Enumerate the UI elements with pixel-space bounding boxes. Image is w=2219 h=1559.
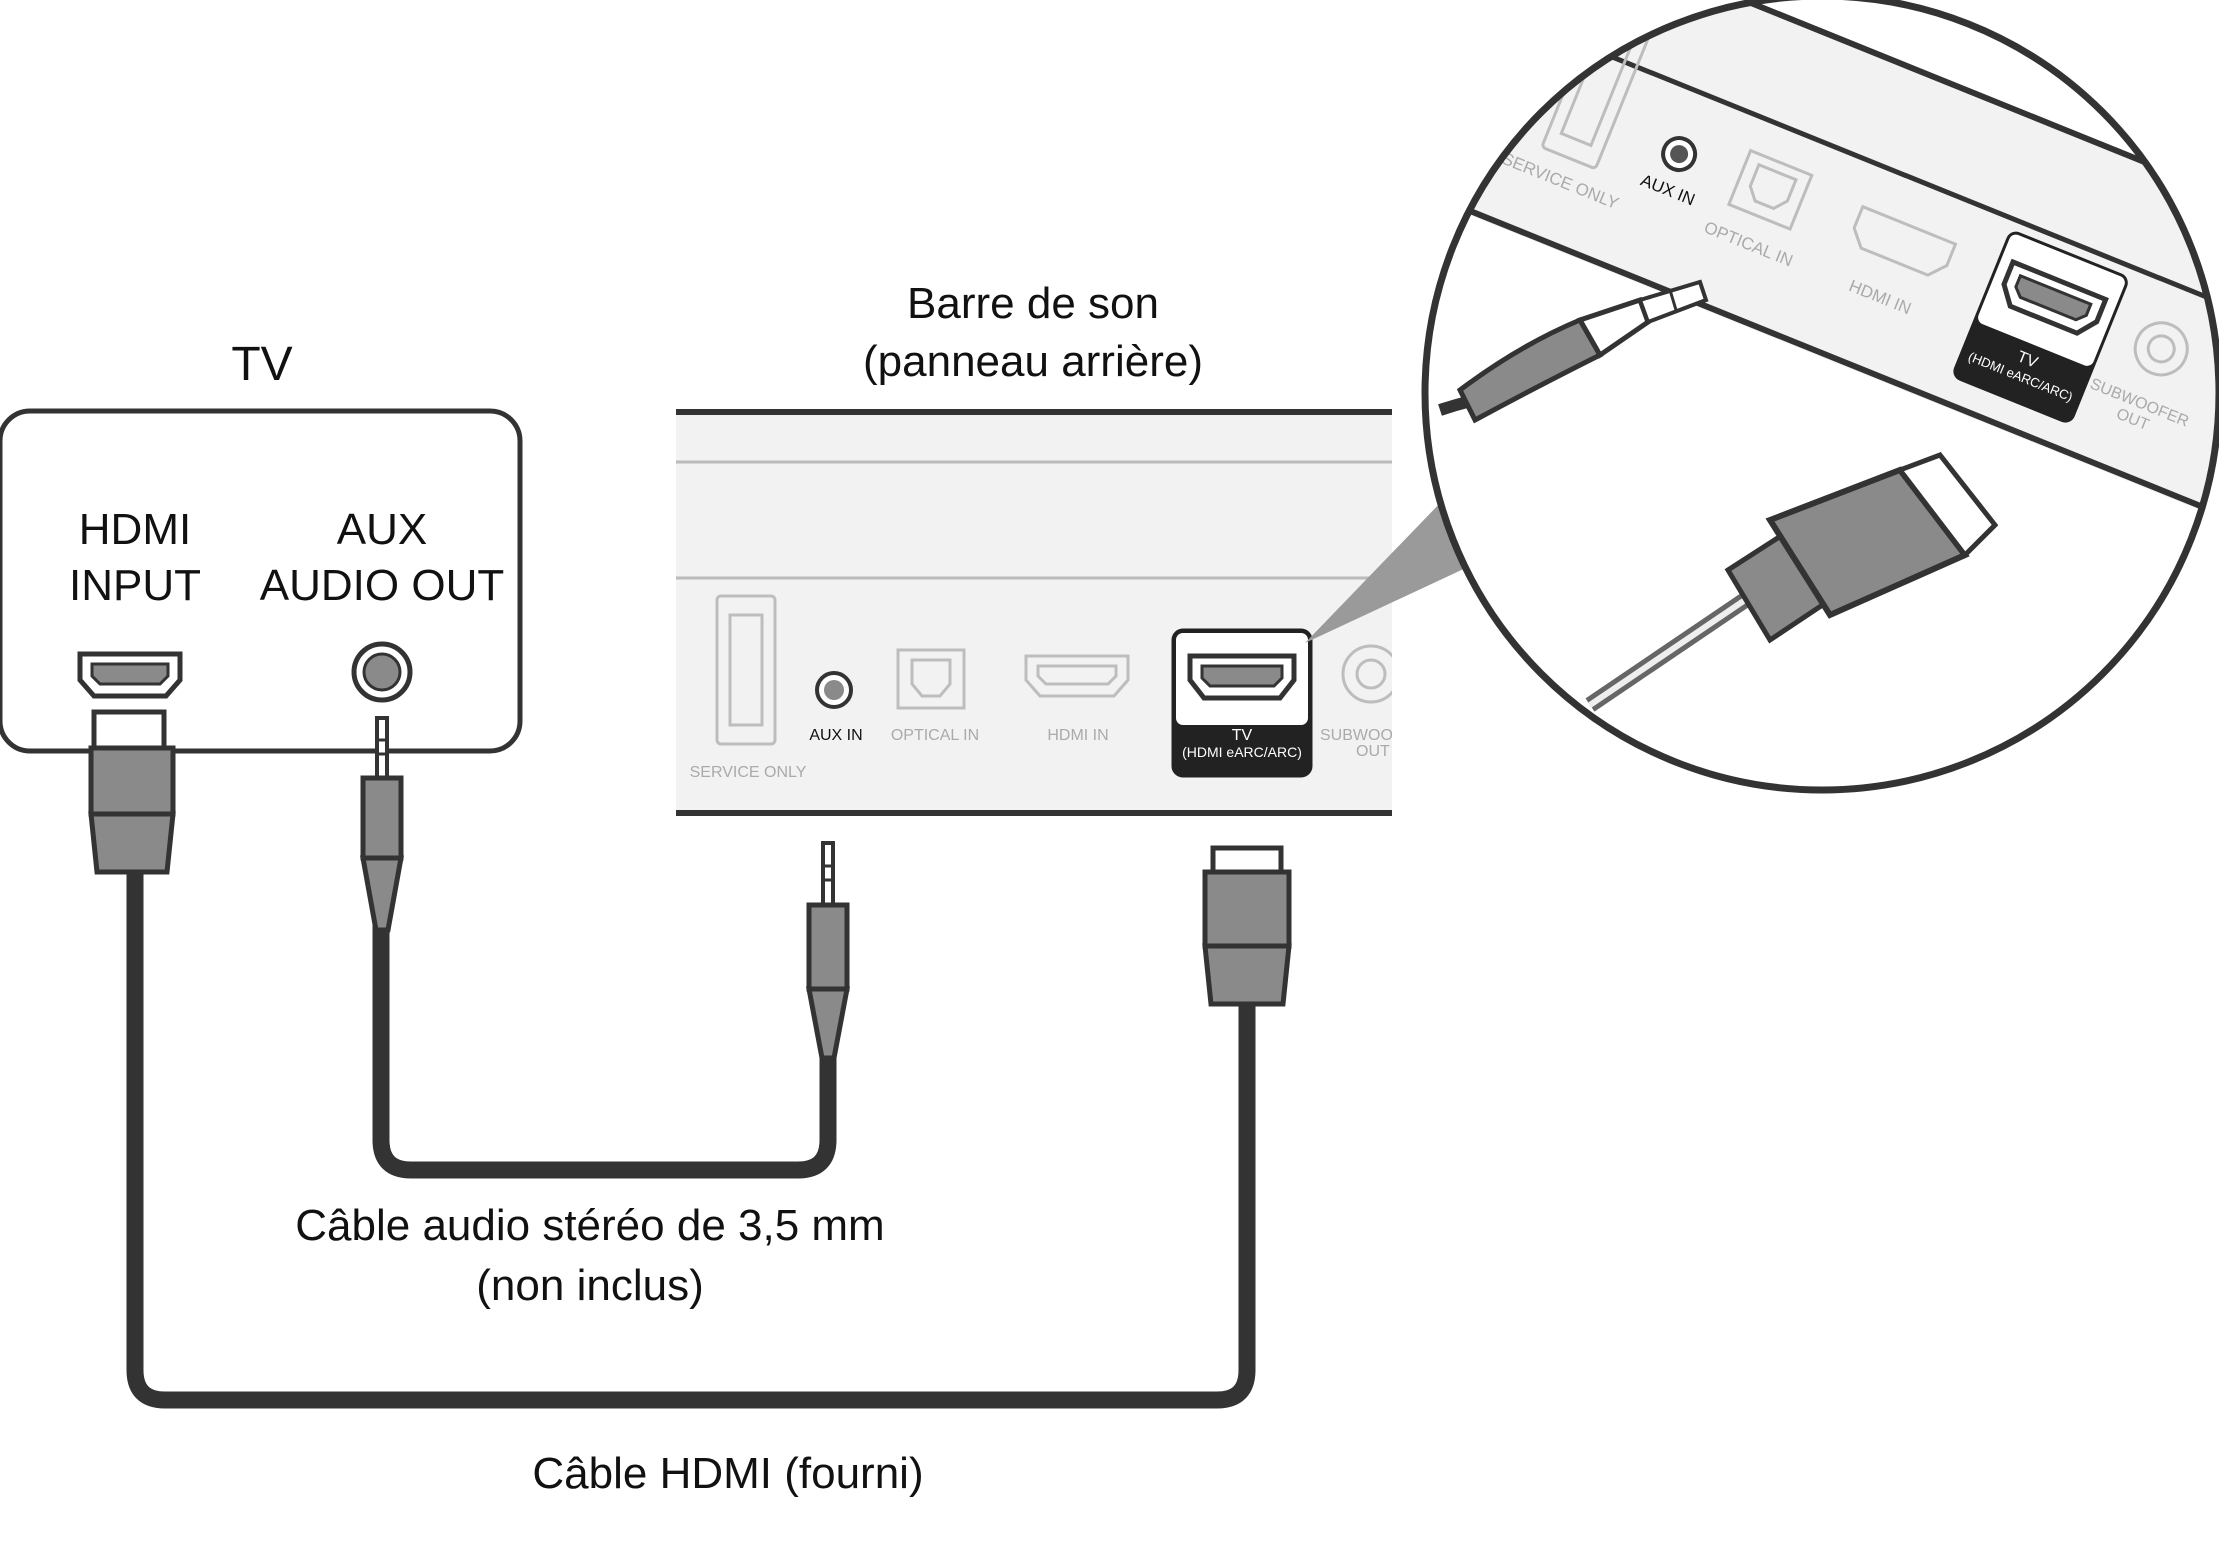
hdmi-input-label-line2: INPUT [69,561,201,610]
service-port-icon [715,594,777,746]
optical-in-port-icon [896,648,966,710]
tv-earc-label-line2: (HDMI eARC/ARC) [1182,744,1302,760]
zoom-circle: SERVICE ONLY AUX IN OPTICAL IN HDMI IN T… [1421,0,2219,794]
subwoofer-label-line1: SUBWOOFER [1320,727,1425,744]
aux-in-label: AUX IN [809,727,862,744]
hdmi-cable [126,870,1256,1409]
zoom-aux-plug-icon [1438,279,1709,424]
earc-hdmi-port-icon [1187,653,1297,701]
zoom-hdmi-plug-icon [1585,452,1999,712]
aux-in-port-icon [815,671,853,709]
zoom-pointer [1305,498,1470,643]
soundbar-title-line2: (panneau arrière) [863,337,1203,386]
hdmi-plug-tv-icon [88,709,176,875]
audio-cable-label-line1: Câble audio stéréo de 3,5 mm [295,1201,884,1250]
hdmi-cable-label: Câble HDMI (fourni) [532,1449,923,1498]
hdmi-input-label-line1: HDMI [79,505,191,554]
subwoofer-label-line2: OUT [1356,743,1390,760]
hdmi-in-port-icon [1024,654,1130,698]
tv-device: TV HDMI INPUT AUX AUDIO OUT [0,338,523,754]
audio-cable [372,925,837,1179]
hdmi-plug-soundbar-icon [1202,845,1292,1007]
aux-audio-out-label-line1: AUX [337,505,427,554]
tv-earc-port: TV (HDMI eARC/ARC) [1171,628,1313,778]
aux-audio-out-label-line2: AUDIO OUT [260,561,504,610]
service-only-label: SERVICE ONLY [690,764,807,781]
zoom-tv-label-line1: TV [2015,348,2041,372]
tv-aux-port-icon [351,641,413,703]
audio-cable-label-line2: (non inclus) [476,1261,703,1310]
tv-title: TV [231,338,292,391]
subwoofer-out-port-icon [1341,644,1392,704]
soundbar-title-line1: Barre de son [907,279,1159,328]
optical-in-label: OPTICAL IN [891,727,979,744]
aux-plug-tv-icon [360,716,404,933]
hdmi-in-label: HDMI IN [1047,727,1108,744]
tv-hdmi-port-icon [77,651,183,699]
aux-plug-soundbar-icon [805,841,851,1061]
tv-earc-label-line1: TV [1232,727,1253,744]
soundbar-panel: Barre de son (panneau arrière) SERVICE O… [676,279,1425,816]
